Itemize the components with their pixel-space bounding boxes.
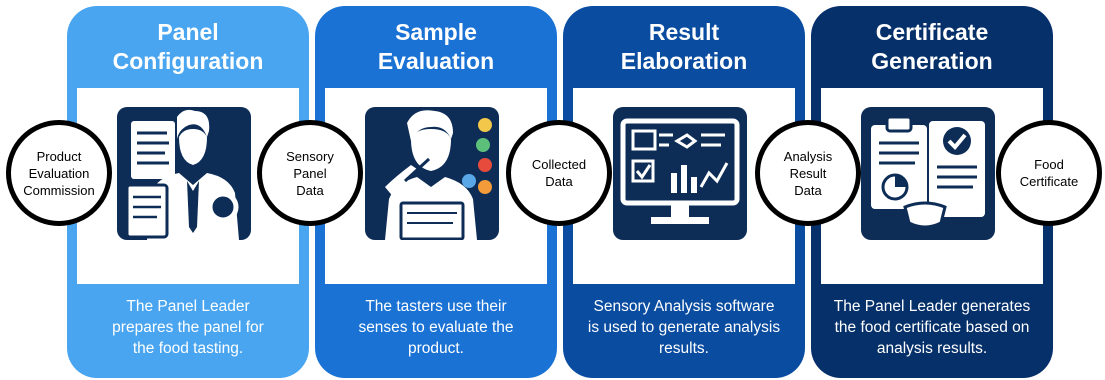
node-food-certificate: Food Certificate [996,120,1102,226]
step-description: The Panel Leader prepares the panel for … [75,296,301,359]
node-collected-data: Collected Data [506,120,612,226]
node-label: Collected Data [530,156,588,190]
node-sensory-panel-data: Sensory Panel Data [257,120,363,226]
step-title-line: Configuration [112,48,264,74]
step-title-line: Elaboration [620,48,748,74]
analysis-software-icon [613,107,747,240]
node-label-line: Data [794,182,822,198]
step-description-line: prepares the panel for [112,319,264,336]
step-description-line: the food certificate based on [834,319,1030,336]
node-label-line: Commission [23,182,95,198]
step-description-line: analysis results. [876,340,988,357]
step-description-line: The Panel Leader generates [833,298,1031,315]
node-label-line: Evaluation [28,165,90,181]
node-label-line: Product [36,148,82,164]
step-title-line: Generation [871,48,993,74]
panel-leader-icon [117,107,251,240]
node-label: Analysis Result Data [782,148,834,199]
step-title: Result Elaboration [563,18,805,76]
node-analysis-result-data: Analysis Result Data [755,120,861,226]
node-label-line: Sensory [286,148,334,164]
node-product-evaluation-commission: Product Evaluation Commission [6,120,112,226]
node-label: Sensory Panel Data [284,148,336,199]
step-title-line: Certificate [875,19,989,45]
step-title: Certificate Generation [811,18,1053,76]
step-description: The tasters use their senses to evaluate… [323,296,549,359]
step-description: Sensory Analysis software is used to gen… [571,296,797,359]
step-description-line: is used to generate analysis [587,319,781,336]
node-label-line: Analysis [783,148,833,164]
node-label-line: Result [789,165,827,181]
node-label-line: Panel [293,165,327,181]
step-description-line: senses to evaluate the [358,319,514,336]
node-label-line: Data [545,174,573,189]
step-description-line: results. [659,340,709,357]
step-description-line: The tasters use their [365,298,507,315]
step-title: Panel Configuration [67,18,309,76]
node-label-line: Certificate [1019,174,1079,189]
step-title-line: Result [648,19,720,45]
certificate-icon [861,107,995,240]
node-label-line: Food [1034,157,1064,172]
step-title-line: Evaluation [377,48,495,74]
taster-icon [365,107,499,240]
step-description-line: The Panel Leader [126,298,250,315]
step-title: Sample Evaluation [315,18,557,76]
node-label: Product Evaluation Commission [21,148,97,199]
step-title-line: Panel [157,19,219,45]
node-label-line: Collected [531,157,587,172]
step-description: The Panel Leader generates the food cert… [819,296,1045,359]
step-title-line: Sample [395,19,477,45]
node-label-line: Data [296,182,324,198]
step-description-line: product. [407,340,464,357]
node-label: Food Certificate [1018,156,1081,190]
step-description-line: Sensory Analysis software [593,298,775,315]
step-description-line: the food tasting. [132,340,244,357]
